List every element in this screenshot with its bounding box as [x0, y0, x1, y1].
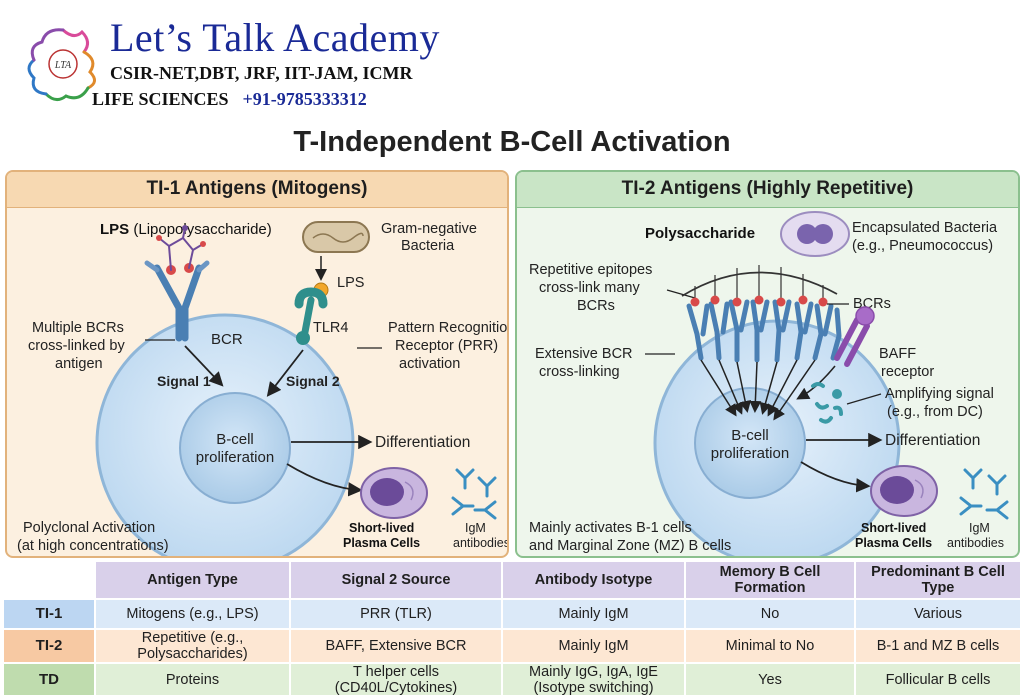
row-label-ti2: TI-2 — [4, 630, 94, 662]
table-header-cell: Memory B Cell Formation — [686, 562, 854, 598]
gram-label-1: Gram-negative — [381, 221, 477, 237]
signal-2-label: Signal 2 — [286, 373, 340, 389]
gram-negative-bacterium-icon — [302, 221, 370, 253]
mainly-label-2: and Marginal Zone (MZ) B cells — [529, 538, 731, 554]
table-cell: Mainly IgG, IgA, IgE (Isotype switching) — [503, 664, 684, 695]
svg-text:LTA: LTA — [54, 60, 72, 71]
table-header-cell: Predominant B Cell Type — [856, 562, 1020, 598]
bcell-label-2: proliferation — [711, 445, 789, 462]
table-cell: Yes — [686, 664, 854, 695]
ti2-heading: TI-2 Antigens (Highly Repetitive) — [517, 172, 1018, 208]
subject-line: LIFE SCIENCES +91-9785333312 — [92, 89, 367, 110]
repetitive-label-3: BCRs — [577, 298, 615, 314]
igm-antibody-icon — [959, 468, 1009, 520]
igm-label-2: antibodies — [453, 536, 509, 550]
table-cell: BAFF, Extensive BCR — [291, 630, 501, 662]
table-cell: Repetitive (e.g., Polysaccharides) — [96, 630, 289, 662]
bcr-receptor-icon — [144, 225, 210, 342]
table-header-cell: Antibody Isotype — [503, 562, 684, 598]
multi-bcr-label-2: cross-linked by — [28, 338, 125, 354]
amplifying-label-1: Amplifying signal — [885, 386, 994, 402]
comparison-table: Antigen Type Signal 2 Source Antibody Is… — [0, 560, 1024, 695]
table-cell: Mainly IgM — [503, 600, 684, 628]
baff-receptor-icon — [834, 306, 875, 367]
plasma-label-2: Plasma Cells — [343, 536, 420, 550]
table-header-cell: Antigen Type — [96, 562, 289, 598]
lps-small-label: LPS — [337, 275, 364, 291]
table-cell: B-1 and MZ B cells — [856, 630, 1020, 662]
polyclonal-label-1: Polyclonal Activation — [23, 520, 155, 536]
table-cell: Mainly IgM — [503, 630, 684, 662]
polysaccharide-chain — [681, 271, 838, 297]
plasma-cell-icon — [360, 467, 428, 519]
table-cell: No — [686, 600, 854, 628]
table-cell: PRR (TLR) — [291, 600, 501, 628]
row-label-ti1: TI-1 — [4, 600, 94, 628]
table-cell: T helper cells (CD40L/Cytokines) — [291, 664, 501, 695]
amplifying-signal-molecules — [811, 382, 843, 424]
plasma-label-2: Plasma Cells — [855, 536, 932, 550]
igm-antibody-icon — [451, 468, 497, 520]
table-header-cell: Signal 2 Source — [291, 562, 501, 598]
encap-label-1: Encapsulated Bacteria — [852, 220, 998, 236]
ti2-diagram: B-cell proliferation Polysaccharide Enca… — [529, 211, 1009, 556]
lps-title: LPS (Lipopolysaccharide) — [100, 221, 272, 238]
repetitive-label-2: cross-link many — [539, 280, 640, 296]
exam-list: CSIR-NET,DBT, JRF, IIT-JAM, ICMR — [110, 63, 413, 83]
row-label-td: TD — [4, 664, 94, 695]
prr-label-3: activation — [399, 356, 460, 372]
ti1-panel: TI-1 Antigens (Mitogens) B-cell prolifer… — [5, 170, 509, 558]
gram-label-2: Bacteria — [401, 238, 455, 254]
academy-logo: LTA — [27, 28, 96, 101]
multi-bcr-label-1: Multiple BCRs — [32, 320, 124, 336]
igm-label-1: IgM — [969, 521, 990, 535]
subject-label: LIFE SCIENCES — [92, 89, 229, 109]
igm-label-2: antibodies — [947, 536, 1004, 550]
encap-label-2: (e.g., Pneumococcus) — [852, 238, 993, 254]
tlr4-receptor-icon — [294, 287, 328, 345]
table-cell: Minimal to No — [686, 630, 854, 662]
multi-bcr-label-3: antigen — [55, 356, 103, 372]
table-cell: Follicular B cells — [856, 664, 1020, 695]
repetitive-label-1: Repetitive epitopes — [529, 262, 652, 278]
tlr4-label: TLR4 — [313, 320, 348, 336]
igm-label-1: IgM — [465, 521, 486, 535]
brand-title: Let’s Talk Academy — [110, 15, 440, 60]
amplifying-label-2: (e.g., from DC) — [887, 404, 983, 420]
plasma-label-1: Short-lived — [861, 521, 926, 535]
page-title: T-Independent B-Cell Activation — [293, 126, 731, 158]
signal-1-label: Signal 1 — [157, 373, 211, 389]
differentiation-label: Differentiation — [375, 434, 470, 451]
bcell-label-2: proliferation — [196, 449, 274, 466]
b-cell-nucleus — [179, 392, 291, 504]
polyclonal-label-2: (at high concentrations) — [17, 538, 169, 554]
ti2-panel: TI-2 Antigens (Highly Repetitive) B-cell… — [515, 170, 1020, 558]
epitope-dots — [690, 295, 828, 307]
plasma-cell-icon — [870, 465, 938, 517]
extensive-label-1: Extensive BCR — [535, 346, 633, 362]
extensive-label-2: cross-linking — [539, 364, 620, 380]
table-cell: Various — [856, 600, 1020, 628]
bcell-label-1: B-cell — [216, 431, 254, 448]
differentiation-label: Differentiation — [885, 432, 980, 449]
ti1-heading: TI-1 Antigens (Mitogens) — [7, 172, 507, 208]
phone-number: +91-9785333312 — [242, 89, 367, 109]
prr-label-1: Pattern Recognition — [388, 320, 509, 336]
encapsulated-bacteria-icon — [780, 211, 850, 257]
header: LTA Let’s Talk Academy CSIR-NET,DBT, JRF… — [0, 0, 1024, 118]
mainly-label-1: Mainly activates B-1 cells — [529, 520, 692, 536]
prr-label-2: Receptor (PRR) — [395, 338, 498, 354]
ti1-diagram: B-cell proliferation LPS (Lipopolysaccha… — [17, 221, 509, 556]
baff-label-2: receptor — [881, 364, 934, 380]
bcell-label-1: B-cell — [731, 427, 769, 444]
bcr-label: BCR — [211, 331, 243, 348]
polysaccharide-label: Polysaccharide — [645, 225, 755, 242]
table-cell: Proteins — [96, 664, 289, 695]
baff-label-1: BAFF — [879, 346, 916, 362]
table-cell: Mitogens (e.g., LPS) — [96, 600, 289, 628]
bcr-cluster-icon — [686, 299, 842, 363]
plasma-label-1: Short-lived — [349, 521, 414, 535]
